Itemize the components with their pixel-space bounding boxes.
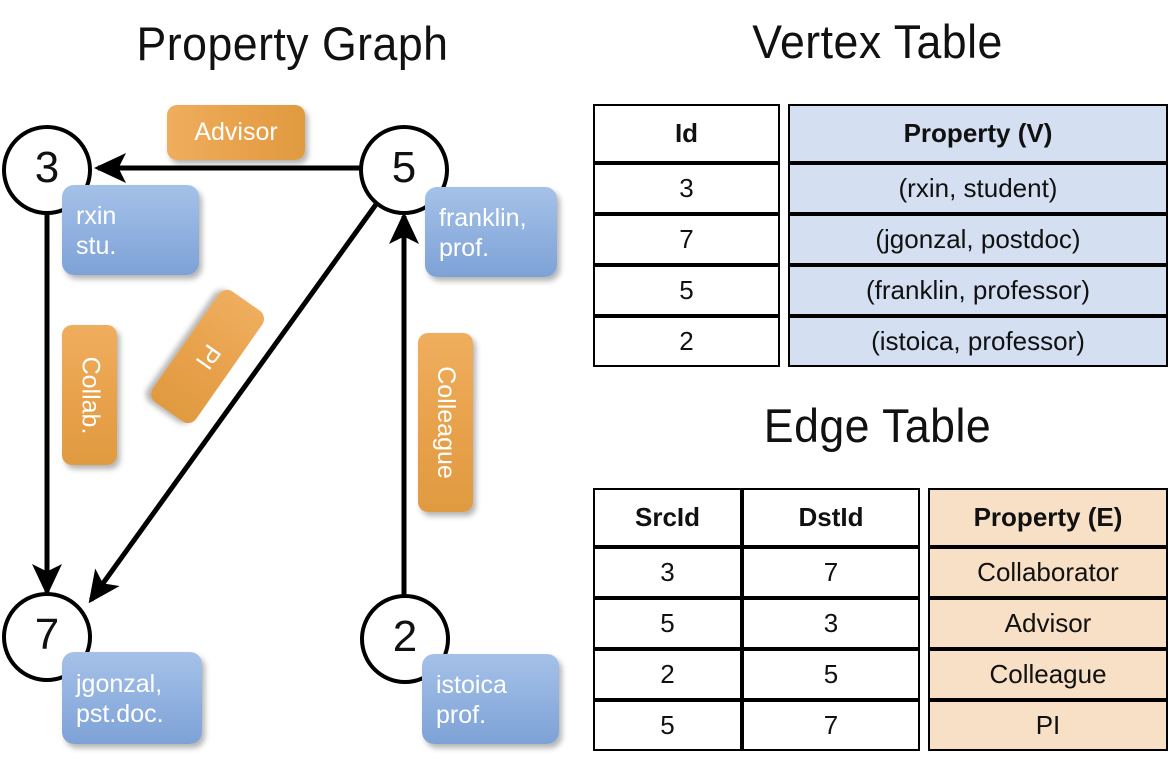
- edge-table-column-gap: [920, 547, 928, 598]
- edge-table-column-gap: [920, 649, 928, 700]
- vertex-table-column-gap: [780, 163, 788, 214]
- vertex-table: Id Property (V) 3 (rxin, student) 7 (jgo…: [593, 104, 1168, 367]
- edge-label-colleague-text: Colleague: [432, 366, 460, 479]
- edge-table-header-row: SrcId DstId Property (E): [593, 488, 1168, 547]
- vertex-table-column-gap: [780, 214, 788, 265]
- edge-table-header-srcid: SrcId: [593, 488, 742, 547]
- table-row: 3 (rxin, student): [593, 163, 1168, 214]
- node-3-property-line-2: stu.: [76, 232, 117, 260]
- page-title-property-graph: Property Graph: [136, 17, 449, 70]
- graph-node-2[interactable]: 2: [360, 594, 450, 684]
- vertex-table-header-id: Id: [593, 104, 780, 163]
- vertex-row-0-property: (rxin, student): [788, 163, 1168, 214]
- edge-row-3-dst: 7: [742, 700, 920, 751]
- edge-row-0-dst: 7: [742, 547, 920, 598]
- edge-table-header-dstid: DstId: [742, 488, 920, 547]
- edge-table-column-gap: [920, 598, 928, 649]
- node-2-property-box[interactable]: istoica prof.: [422, 654, 559, 744]
- edge-row-3-src: 5: [593, 700, 742, 751]
- node-5-property-line-2: prof.: [439, 234, 490, 262]
- vertex-table-header-row: Id Property (V): [593, 104, 1168, 163]
- table-row: 5 3 Advisor: [593, 598, 1168, 649]
- edge-row-1-dst: 3: [742, 598, 920, 649]
- edge-label-pi-text: PI: [189, 339, 227, 375]
- node-5-property-box[interactable]: franklin, prof.: [425, 187, 557, 277]
- edge-row-2-property: Colleague: [928, 649, 1168, 700]
- vertex-table-column-gap: [780, 316, 788, 367]
- edge-row-2-src: 2: [593, 649, 742, 700]
- vertex-row-3-id: 2: [593, 316, 780, 367]
- edge-row-2-dst: 5: [742, 649, 920, 700]
- edge-row-1-property: Advisor: [928, 598, 1168, 649]
- vertex-row-2-property: (franklin, professor): [788, 265, 1168, 316]
- edge-row-0-src: 3: [593, 547, 742, 598]
- edge-table-header-property: Property (E): [928, 488, 1168, 547]
- node-5-property-line-1: franklin,: [439, 203, 527, 232]
- node-7-property-line-2: pst.doc.: [76, 700, 164, 728]
- node-2-property-line-2: prof.: [436, 701, 487, 729]
- node-2-property-line-1: istoica: [436, 670, 507, 699]
- edge-label-advisor-text: Advisor: [194, 118, 278, 146]
- table-row: 3 7 Collaborator: [593, 547, 1168, 598]
- vertex-table-header-property: Property (V): [788, 104, 1168, 163]
- table-row: 2 (istoica, professor): [593, 316, 1168, 367]
- node-3-property-box[interactable]: rxin stu.: [62, 185, 199, 275]
- table-row: 2 5 Colleague: [593, 649, 1168, 700]
- graph-node-5[interactable]: 5: [359, 125, 449, 215]
- property-graph-diagram: 3 5 7 2 rxin stu. franklin, prof. jgonza…: [2, 105, 559, 744]
- edge-row-3-property: PI: [928, 700, 1168, 751]
- edge-row-1-src: 5: [593, 598, 742, 649]
- node-3-property-line-1: rxin: [76, 201, 117, 230]
- node-7-property-box[interactable]: jgonzal, pst.doc.: [62, 652, 202, 744]
- vertex-row-0-id: 3: [593, 163, 780, 214]
- vertex-table-column-gap: [780, 265, 788, 316]
- graph-edges-svg: [32, 153, 419, 604]
- graph-node-3-id: 3: [34, 143, 60, 192]
- graph-node-5-id: 5: [391, 143, 417, 192]
- edge-table-column-gap: [920, 488, 928, 547]
- table-row: 5 7 PI: [593, 700, 1168, 751]
- edge-row-0-property: Collaborator: [928, 547, 1168, 598]
- edge-label-collab[interactable]: Collab.: [62, 325, 117, 465]
- vertex-table-column-gap: [780, 104, 788, 163]
- edge-label-advisor[interactable]: Advisor: [167, 105, 305, 160]
- edge-label-colleague[interactable]: Colleague: [418, 333, 473, 512]
- page-title-vertex-table: Vertex Table: [752, 15, 1003, 68]
- graph-node-7-id: 7: [34, 610, 60, 659]
- page-title-edge-table: Edge Table: [763, 399, 992, 452]
- vertex-row-2-id: 5: [593, 265, 780, 316]
- node-7-property-line-1: jgonzal,: [76, 669, 163, 698]
- table-row: 7 (jgonzal, postdoc): [593, 214, 1168, 265]
- vertex-row-1-id: 7: [593, 214, 780, 265]
- table-row: 5 (franklin, professor): [593, 265, 1168, 316]
- edge-table: SrcId DstId Property (E) 3 7 Collaborato…: [593, 488, 1168, 751]
- edge-label-collab-text: Collab.: [76, 356, 105, 434]
- edge-table-column-gap: [920, 700, 928, 751]
- vertex-row-1-property: (jgonzal, postdoc): [788, 214, 1168, 265]
- vertex-row-3-property: (istoica, professor): [788, 316, 1168, 367]
- graph-node-2-id: 2: [392, 612, 418, 661]
- edge-5-to-7-pi: [88, 201, 380, 604]
